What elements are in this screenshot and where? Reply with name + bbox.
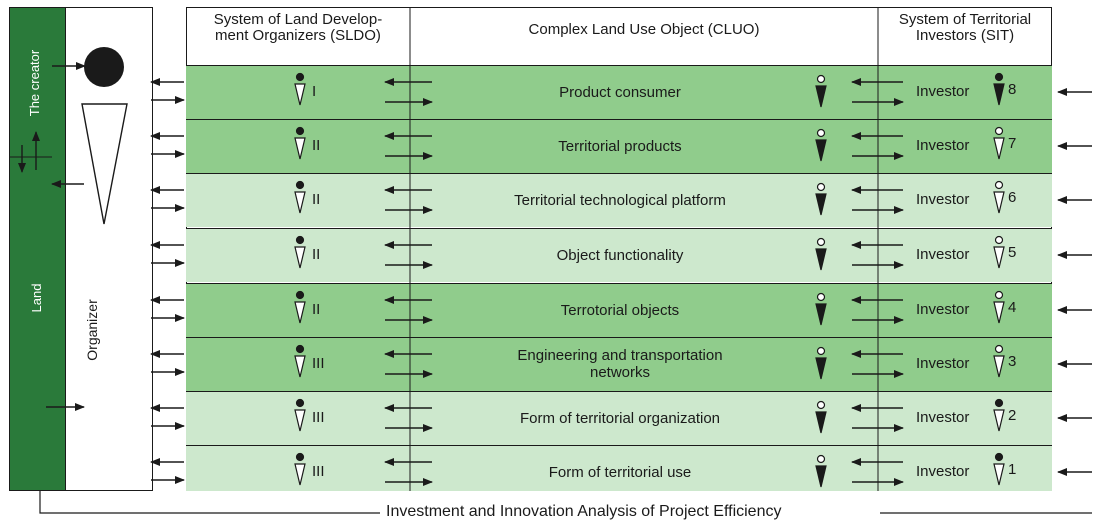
- footer-label: Investment and Innovation Analysis of Pr…: [382, 503, 786, 521]
- investor-number: 5: [1008, 244, 1017, 261]
- level-numeral: II: [312, 191, 321, 208]
- organizer-person-icon: [294, 126, 306, 160]
- table-row: [186, 391, 1052, 445]
- investor-person-icon: [993, 452, 1005, 486]
- level-numeral: II: [312, 137, 321, 154]
- object-person-icon: [815, 454, 827, 488]
- investor-label: Investor: [916, 83, 970, 100]
- organizer-person-icon: [294, 180, 306, 214]
- level-numeral: III: [312, 409, 325, 426]
- investor-person-icon: [993, 235, 1005, 269]
- cluo-label: Territorial products: [558, 137, 682, 155]
- level-numeral: II: [312, 301, 321, 318]
- cluo-label: Product consumer: [559, 83, 681, 101]
- level-numeral: III: [312, 355, 325, 372]
- object-person-icon: [815, 74, 827, 108]
- investor-label: Investor: [916, 246, 970, 263]
- organizer-person-icon: [294, 235, 306, 269]
- organizer-triangle-icon: [81, 103, 128, 225]
- table-row: [186, 337, 1052, 391]
- sit-header: System of Territorial Investors (SIT): [898, 11, 1032, 44]
- investor-number: 6: [1008, 189, 1017, 206]
- creator-circle-icon: [84, 47, 124, 87]
- investor-person-icon: [993, 398, 1005, 432]
- organizer-person-icon: [294, 290, 306, 324]
- organizer-person-icon: [294, 398, 306, 432]
- investor-label: Investor: [916, 137, 970, 154]
- investor-label: Investor: [916, 409, 970, 426]
- land-bar: [9, 7, 66, 491]
- object-person-icon: [815, 292, 827, 326]
- level-numeral: II: [312, 246, 321, 263]
- investor-number: 7: [1008, 135, 1017, 152]
- cluo-label: Engineering and transportation networks: [517, 347, 723, 381]
- investor-number: 1: [1008, 461, 1017, 478]
- investor-number: 2: [1008, 407, 1017, 424]
- investor-person-icon: [993, 180, 1005, 214]
- investor-number: 8: [1008, 81, 1017, 98]
- object-person-icon: [815, 182, 827, 216]
- object-person-icon: [815, 128, 827, 162]
- investor-number: 4: [1008, 299, 1017, 316]
- cluo-label: Object functionality: [556, 246, 684, 264]
- cluo-header: Complex Land Use Object (CLUO): [528, 21, 760, 38]
- investor-label: Investor: [916, 355, 970, 372]
- investor-person-icon: [993, 72, 1005, 106]
- investor-person-icon: [993, 290, 1005, 324]
- cluo-label: Terrotorial objects: [560, 301, 680, 319]
- investor-person-icon: [993, 126, 1005, 160]
- level-numeral: I: [312, 83, 317, 100]
- cluo-label: Form of territorial use: [548, 463, 692, 481]
- object-person-icon: [815, 237, 827, 271]
- table-row: [186, 173, 1052, 227]
- organizer-person-icon: [294, 344, 306, 378]
- object-person-icon: [815, 400, 827, 434]
- investor-label: Investor: [916, 463, 970, 480]
- investor-number: 3: [1008, 353, 1017, 370]
- organizer-person-icon: [294, 72, 306, 106]
- table-row: [186, 65, 1052, 119]
- investor-label: Investor: [916, 191, 970, 208]
- cluo-label: Form of territorial organization: [519, 409, 721, 427]
- level-numeral: III: [312, 463, 325, 480]
- investor-label: Investor: [916, 301, 970, 318]
- table-row: [186, 283, 1052, 337]
- table-row: [186, 445, 1052, 491]
- object-person-icon: [815, 346, 827, 380]
- investor-person-icon: [993, 344, 1005, 378]
- footer-bracket-left: [39, 491, 380, 514]
- cluo-label: Territorial technological platform: [514, 191, 726, 209]
- sldo-header: System of Land Develop- ment Organizers …: [213, 11, 383, 44]
- table-row: [186, 119, 1052, 173]
- table-row: [186, 228, 1052, 282]
- organizer-person-icon: [294, 452, 306, 486]
